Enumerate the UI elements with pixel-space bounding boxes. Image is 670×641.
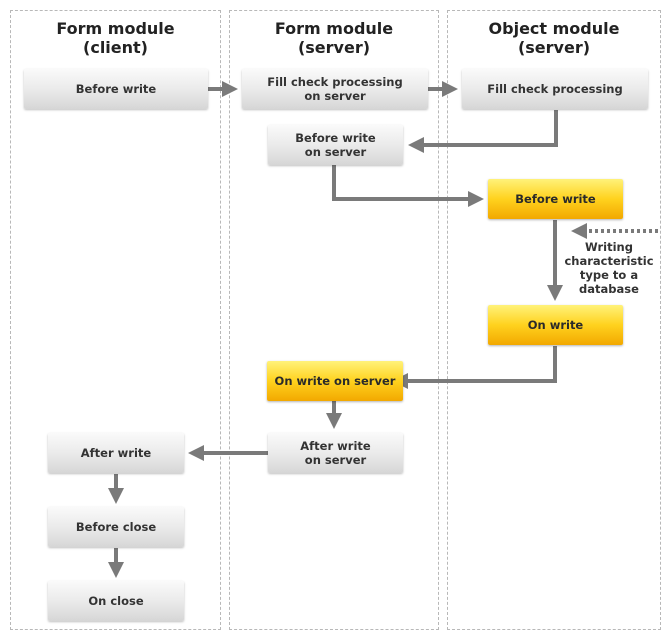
box-on-write-on-server: On write on server — [267, 361, 403, 401]
box-client-before-write: Before write — [24, 69, 208, 109]
column-object-module-server: Object module (server) — [447, 10, 661, 630]
box-object-before-write: Before write — [488, 179, 623, 219]
column-title-form-module-server: Form module (server) — [274, 19, 394, 57]
box-client-before-close: Before close — [48, 507, 184, 547]
box-after-write-on-server: After write on server — [268, 433, 403, 473]
column-title-object-module-server: Object module (server) — [488, 19, 620, 57]
box-before-write-on-server: Before write on server — [268, 125, 403, 165]
column-title-form-module-client: Form module (client) — [56, 19, 175, 57]
arrow-object-fill-check-to-before-write-server — [408, 110, 558, 153]
box-client-on-close: On close — [48, 581, 184, 621]
box-fill-check-object: Fill check processing — [462, 69, 648, 109]
arrow-on-write-to-on-write-server — [392, 346, 557, 389]
box-fill-check-form-server: Fill check processing on server — [242, 69, 428, 109]
column-form-module-client: Form module (client) — [10, 10, 221, 630]
arrow-before-write-server-to-object-before-write — [332, 165, 484, 207]
box-client-after-write: After write — [48, 433, 184, 473]
box-object-on-write: On write — [488, 305, 623, 345]
column-form-module-server: Form module (server) — [229, 10, 439, 630]
note-writing-to-database: Writing characteristic type to a databas… — [564, 240, 654, 296]
